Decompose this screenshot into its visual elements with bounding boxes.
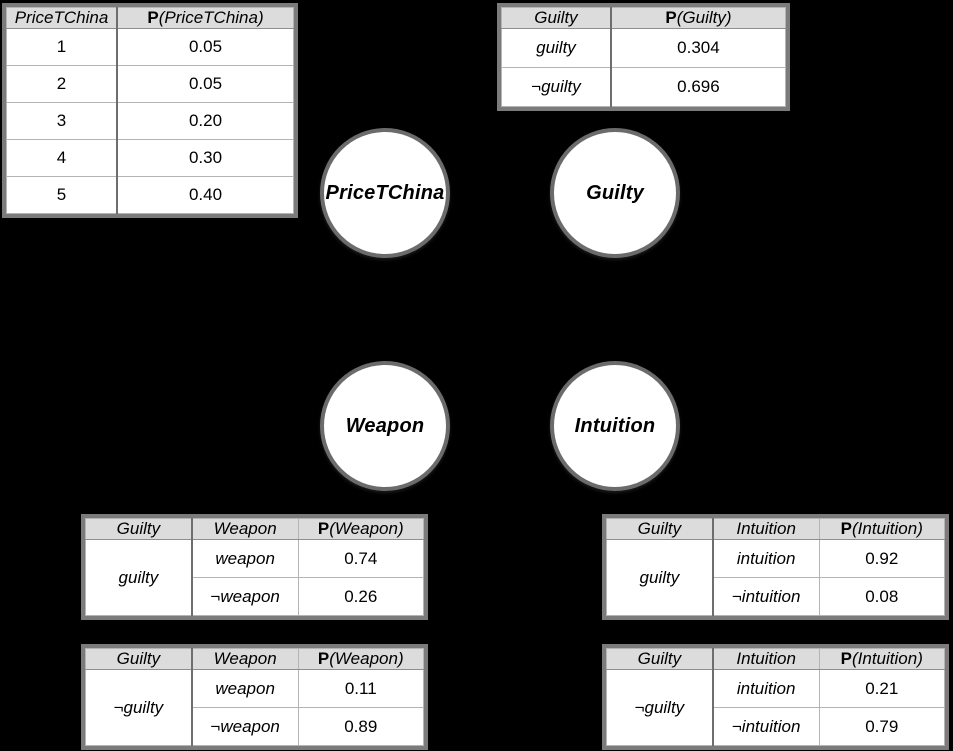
node-guilty[interactable]: Guilty — [550, 128, 680, 258]
cell-probability: 0.92 — [818, 539, 946, 578]
cpt-table-intuition-given-not-guilty: Guilty Intuition P(Intuition) ¬guilty in… — [602, 644, 949, 750]
table-header-row: Guilty Weapon P(Weapon) — [84, 648, 425, 670]
cell-probability: 0.74 — [297, 539, 425, 578]
cell-probability: 0.26 — [297, 577, 425, 616]
cell-state: intuition — [712, 669, 820, 708]
node-label: PriceTChina — [325, 181, 445, 204]
cell-probability: 0.30 — [116, 139, 295, 177]
prob-arg: (Intuition) — [852, 649, 923, 668]
table-row: 3 0.20 — [6, 102, 295, 140]
cell-state: weapon — [191, 669, 299, 708]
cell-state: 2 — [6, 65, 119, 103]
table-row: 1 0.05 — [6, 28, 295, 66]
cell-probability: 0.05 — [116, 65, 295, 103]
cell-condition: guilty — [605, 539, 714, 616]
table-row: ¬guilty intuition 0.21 — [605, 669, 946, 746]
table-header-row: Guilty Intuition P(Intuition) — [605, 518, 946, 540]
cell-probability: 0.304 — [610, 28, 786, 68]
column-header-parent: Guilty — [84, 518, 193, 540]
prob-prefix: P — [840, 519, 852, 538]
column-header-probability: P(PriceTChina) — [116, 7, 295, 29]
cell-state: weapon — [191, 539, 299, 578]
cell-condition: ¬guilty — [84, 669, 193, 746]
table-row: guilty intuition 0.92 — [605, 539, 946, 616]
table-header-row: Guilty Weapon P(Weapon) — [84, 518, 425, 540]
table-header-row: Guilty Intuition P(Intuition) — [605, 648, 946, 670]
cell-state: intuition — [712, 539, 820, 578]
prob-prefix: P — [317, 519, 330, 538]
cell-probability: 0.11 — [297, 669, 425, 708]
prob-arg: (Weapon) — [329, 649, 404, 668]
table-header-row: Guilty P(Guilty) — [500, 7, 786, 29]
cell-state: guilty — [500, 28, 612, 68]
cpt-table-guilty: Guilty P(Guilty) guilty 0.304 ¬guilty 0.… — [497, 3, 790, 111]
node-label: Weapon — [345, 414, 425, 437]
prob-arg: (Guilty) — [676, 8, 732, 27]
cell-state: ¬guilty — [500, 67, 612, 107]
table-header-row: PriceTChina P(PriceTChina) — [6, 7, 295, 29]
table-row: ¬weapon 0.89 — [86, 707, 425, 746]
column-header-variable: Intuition — [712, 648, 820, 670]
node-label: Intuition — [574, 414, 656, 437]
cpt-table-pricetchina: PriceTChina P(PriceTChina) 1 0.05 2 0.05… — [2, 3, 298, 218]
column-header-parent: Guilty — [605, 518, 714, 540]
table-row: 5 0.40 — [6, 176, 295, 214]
table-row: ¬guilty 0.696 — [500, 67, 786, 107]
cell-probability: 0.08 — [818, 577, 946, 616]
table-row: ¬intuition 0.79 — [607, 707, 946, 746]
table-row: 2 0.05 — [6, 65, 295, 103]
column-header-variable: Weapon — [191, 648, 299, 670]
cpt-table-weapon-given-guilty: Guilty Weapon P(Weapon) guilty weapon 0.… — [81, 514, 428, 620]
column-header-variable: Intuition — [712, 518, 820, 540]
table-row: ¬intuition 0.08 — [607, 577, 946, 616]
prob-arg: (PriceTChina) — [158, 8, 264, 27]
prob-arg: (Intuition) — [852, 519, 923, 538]
column-header-probability: P(Weapon) — [297, 518, 425, 540]
node-label: Guilty — [586, 181, 644, 204]
node-pricetchina[interactable]: PriceTChina — [320, 128, 450, 258]
table-row: guilty weapon 0.74 — [84, 539, 425, 616]
table-row: ¬guilty weapon 0.11 — [84, 669, 425, 746]
table-row: 4 0.30 — [6, 139, 295, 177]
column-header-parent: Guilty — [84, 648, 193, 670]
cell-state: 1 — [6, 28, 119, 66]
cell-condition: guilty — [84, 539, 193, 616]
cell-probability: 0.79 — [818, 707, 946, 746]
column-header-probability: P(Intuition) — [818, 518, 946, 540]
column-header-variable: Guilty — [500, 7, 612, 29]
prob-prefix: P — [665, 8, 677, 27]
prob-prefix: P — [840, 649, 852, 668]
node-weapon[interactable]: Weapon — [320, 361, 450, 491]
cell-condition: ¬guilty — [605, 669, 714, 746]
prob-prefix: P — [147, 8, 159, 27]
column-header-probability: P(Weapon) — [297, 648, 425, 670]
table-row: guilty 0.304 — [500, 28, 786, 68]
table-row: ¬weapon 0.26 — [86, 577, 425, 616]
cell-probability: 0.40 — [116, 176, 295, 214]
cpt-table-weapon-given-not-guilty: Guilty Weapon P(Weapon) ¬guilty weapon 0… — [81, 644, 428, 750]
cell-probability: 0.696 — [610, 67, 786, 107]
cell-state: 3 — [6, 102, 119, 140]
cell-state: ¬intuition — [712, 707, 820, 746]
column-header-probability: P(Intuition) — [818, 648, 946, 670]
column-header-parent: Guilty — [605, 648, 714, 670]
cpt-table-intuition-given-guilty: Guilty Intuition P(Intuition) guilty int… — [602, 514, 949, 620]
prob-arg: (Weapon) — [329, 519, 404, 538]
column-header-variable: Weapon — [191, 518, 299, 540]
cell-probability: 0.89 — [297, 707, 425, 746]
cell-state: 5 — [6, 176, 119, 214]
cell-probability: 0.20 — [116, 102, 295, 140]
cell-probability: 0.05 — [116, 28, 295, 66]
prob-prefix: P — [317, 649, 330, 668]
cell-state: ¬weapon — [191, 577, 299, 616]
cell-probability: 0.21 — [818, 669, 946, 708]
column-header-probability: P(Guilty) — [610, 7, 786, 29]
cell-state: 4 — [6, 139, 119, 177]
node-intuition[interactable]: Intuition — [550, 361, 680, 491]
cell-state: ¬weapon — [191, 707, 299, 746]
column-header-variable: PriceTChina — [6, 7, 119, 29]
cell-state: ¬intuition — [712, 577, 820, 616]
